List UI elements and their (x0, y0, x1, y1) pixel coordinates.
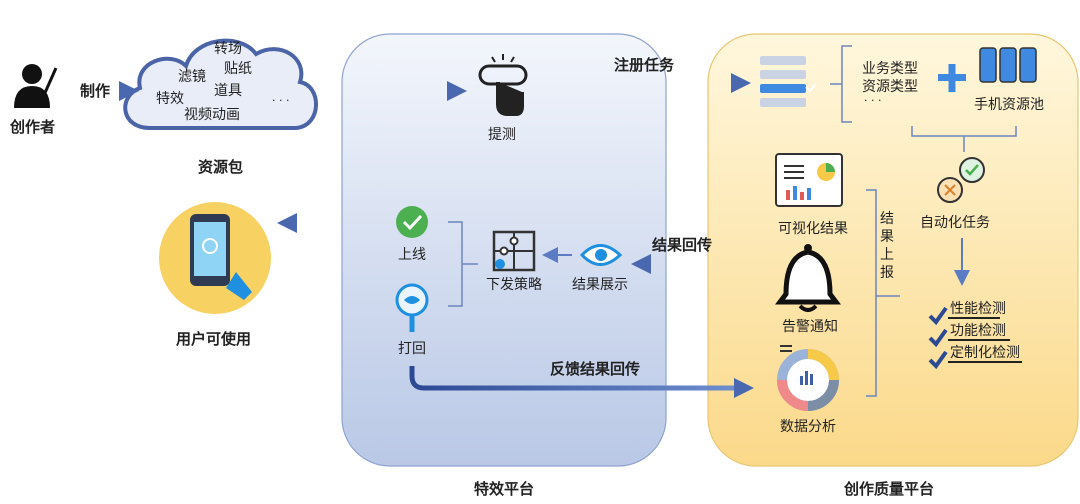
creator-label: 创作者 (10, 118, 56, 136)
result-display-label: 结果展示 (572, 277, 628, 293)
creator-icon (14, 64, 58, 108)
resource-item-filter: 滤镜 (178, 69, 206, 85)
make-label: 制作 (80, 82, 111, 100)
merge-bracket (911, 126, 1017, 152)
report-char-4: 报 (880, 265, 894, 281)
reject-pin-icon (395, 283, 429, 332)
check-marks-icon (928, 306, 1022, 370)
task-list-icon (760, 56, 817, 107)
type-ellipsis: · · · (864, 94, 882, 107)
alert-label: 告警通知 (782, 319, 838, 335)
bell-icon (775, 244, 841, 312)
eye-icon (579, 244, 623, 266)
resource-item-more: · · · (272, 94, 290, 107)
business-type-label: 业务类型 (862, 61, 918, 77)
visual-result-label: 可视化结果 (778, 221, 848, 237)
online-check-icon (396, 206, 428, 238)
reject-label: 打回 (398, 341, 426, 357)
plus-icon (938, 64, 966, 92)
check-performance-label: 性能检测 (950, 301, 1006, 317)
type-bracket (830, 45, 852, 123)
phone-pool-icon (979, 47, 1037, 83)
quality-platform-title: 创作质量平台 (844, 480, 935, 498)
resource-type-label: 资源类型 (862, 79, 918, 95)
resource-item-transition: 转场 (214, 41, 242, 57)
auto-task-label: 自动化任务 (920, 215, 990, 231)
resource-pack-label: 资源包 (198, 158, 244, 176)
user-label: 用户可使用 (176, 330, 252, 348)
strategy-bracket (448, 221, 478, 307)
report-bracket (866, 189, 900, 397)
check-function-label: 功能检测 (950, 323, 1006, 339)
analysis-chart-icon (777, 345, 839, 411)
submit-test-label: 提测 (488, 127, 516, 143)
register-task-label: 注册任务 (614, 56, 675, 74)
feedback-return-label: 反馈结果回传 (550, 360, 641, 378)
report-char-3: 上 (880, 247, 894, 263)
report-char-2: 果 (880, 229, 894, 245)
automation-icon (937, 157, 985, 203)
phone-in-hand-icon (159, 202, 271, 314)
resource-item-sticker: 贴纸 (224, 61, 252, 77)
effects-platform-title: 特效平台 (474, 480, 535, 498)
feedback-return-arrow (409, 366, 754, 398)
check-custom-label: 定制化检测 (950, 345, 1020, 361)
resource-item-effect: 特效 (156, 91, 184, 107)
online-label: 上线 (398, 247, 426, 263)
tap-hand-icon (478, 54, 528, 116)
phone-pool-label: 手机资源池 (974, 97, 1044, 113)
dashboard-icon (775, 153, 843, 207)
puzzle-icon (492, 230, 536, 272)
issue-strategy-label: 下发策略 (486, 277, 542, 293)
result-return-label: 结果回传 (652, 236, 713, 254)
resource-item-video-anim: 视频动画 (184, 107, 240, 123)
resource-item-prop: 道具 (214, 83, 242, 99)
report-char-1: 结 (880, 211, 894, 227)
data-analysis-label: 数据分析 (780, 419, 836, 435)
